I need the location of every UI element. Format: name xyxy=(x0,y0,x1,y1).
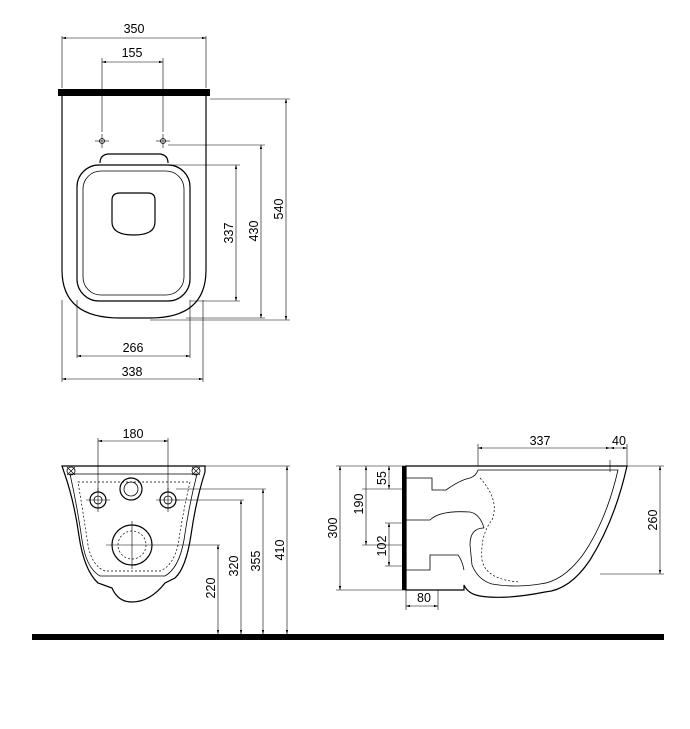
top-view: 350 155 266 338 337 430 540 xyxy=(58,22,290,382)
dim-label-80: 80 xyxy=(417,591,431,605)
dim-label-338: 338 xyxy=(122,365,143,379)
top-view-wall-plate xyxy=(58,89,210,96)
dim-label-155: 155 xyxy=(122,46,143,60)
rear-view-inner-outline xyxy=(69,473,198,577)
dim-label-266: 266 xyxy=(123,341,144,355)
floor-line xyxy=(32,634,664,640)
dim-label-410: 410 xyxy=(273,540,287,561)
side-view-inlet-channel xyxy=(406,469,479,491)
top-view-seat-inner xyxy=(82,170,185,296)
rear-view-outline xyxy=(61,465,206,603)
top-view-mounting-hole-right xyxy=(156,134,170,148)
dim-label-102: 102 xyxy=(375,536,389,557)
dim-label-355: 355 xyxy=(249,551,263,572)
side-view-outline xyxy=(405,465,628,598)
dim-label-190: 190 xyxy=(352,494,366,515)
top-view-bowl-outline xyxy=(61,96,207,319)
dim-label-337-top: 337 xyxy=(222,223,236,244)
dim-label-300: 300 xyxy=(326,518,340,539)
dim-label-540: 540 xyxy=(272,199,286,220)
side-view-bowl-inner xyxy=(469,469,619,587)
dim-label-55: 55 xyxy=(375,471,389,485)
dim-label-350: 350 xyxy=(124,22,145,36)
side-view-waste-channel-bottom xyxy=(406,554,465,571)
dim-label-337-side: 337 xyxy=(530,434,551,448)
rear-view-inner-dashed xyxy=(77,481,191,572)
top-view-bowl-opening xyxy=(111,192,156,236)
rear-view-water-inlet xyxy=(119,477,143,501)
top-view-seat-hinge xyxy=(99,153,169,164)
rear-view: 180 220 320 355 410 xyxy=(61,427,290,634)
dim-label-180: 180 xyxy=(123,427,144,441)
side-view-waste-channel-top xyxy=(406,511,485,529)
rear-view-waste-outlet xyxy=(106,521,158,569)
rear-view-corner-mark-right xyxy=(191,466,201,476)
side-view-wall-flange xyxy=(402,466,406,590)
dim-label-40: 40 xyxy=(612,434,626,448)
top-view-mounting-hole-left xyxy=(95,134,109,148)
dim-label-430: 430 xyxy=(247,221,261,242)
dim-label-220: 220 xyxy=(204,578,218,599)
side-view-trapway-dashed xyxy=(479,477,521,583)
dim-label-260: 260 xyxy=(646,510,660,531)
rear-view-corner-mark-left xyxy=(66,466,76,476)
top-view-seat-outer xyxy=(76,164,191,302)
side-view: 337 40 55 190 300 102 260 80 xyxy=(326,434,664,610)
dim-label-320: 320 xyxy=(227,556,241,577)
